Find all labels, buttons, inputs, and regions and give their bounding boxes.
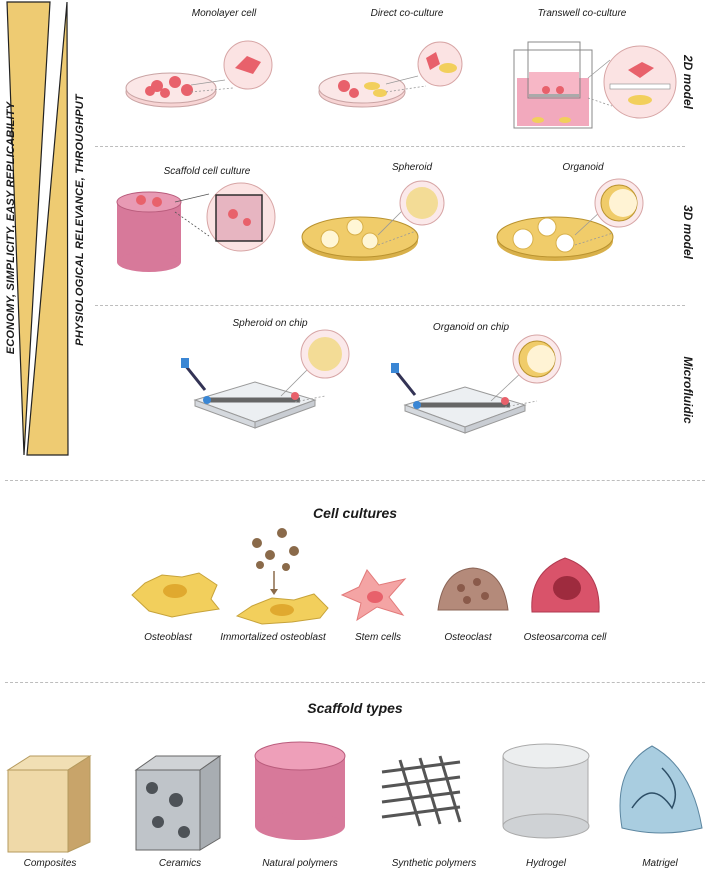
label-osteoblast: Osteoblast [144,632,192,643]
side-label-microfluidic: Microfluidic [681,356,695,424]
ceramics-illustration [134,755,222,851]
side-label-3d-model: 3D model [681,204,695,260]
transwell-illustration [513,41,677,129]
immortalized-osteoblast-illustration [235,593,329,625]
label-osteosarcoma-cell: Osteosarcoma cell [523,632,607,643]
monolayer-dish-illustration [125,40,273,108]
osteoblast-illustration [131,572,220,618]
organoid-dish-illustration [496,178,644,261]
direct-co-culture-dish-illustration [318,41,463,108]
divider-2d-3d [95,146,685,147]
spheroid-chip-illustration [181,329,350,429]
virus-particles-illustration [252,528,299,595]
composites-illustration [6,755,92,853]
relevance-wedge [26,1,69,456]
label-ceramics: Ceramics [158,858,202,869]
matrigel-illustration [619,745,703,834]
label-monolayer-cell: Monolayer cell [191,8,257,19]
osteoclast-illustration [437,567,509,611]
label-organoid: Organoid [562,162,604,173]
natural-polymers-illustration [254,741,346,840]
label-transwell-co-culture: Transwell co-culture [537,8,627,19]
label-spheroid: Spheroid [391,162,433,173]
scaffold-culture-illustration [116,182,276,272]
label-stem-cells: Stem cells [354,632,402,643]
divider-3d-microfluidic [95,305,685,306]
label-organoid-on-chip: Organoid on chip [432,322,510,333]
spheroid-dish-illustration [301,180,445,261]
divider-cells-scaffolds [5,682,705,683]
label-matrigel: Matrigel [642,858,678,869]
relevance-axis-label: PHYSIOLOGICAL RELEVANCE, THROUGHPUT [74,94,86,346]
divider-models-cells [5,480,705,481]
label-natural-polymers: Natural polymers [262,858,338,869]
cell-cultures-title: Cell cultures [312,505,398,521]
label-direct-co-culture: Direct co-culture [370,8,444,19]
synthetic-polymers-illustration [381,755,462,827]
osteosarcoma-cell-illustration [531,557,600,613]
organoid-chip-illustration [391,334,562,434]
label-scaffold-cell-culture: Scaffold cell culture [163,166,251,177]
label-spheroid-on-chip: Spheroid on chip [232,318,308,329]
label-hydrogel: Hydrogel [525,858,567,869]
scaffold-types-title: Scaffold types [307,700,403,716]
label-composites: Composites [23,858,77,869]
hydrogel-illustration [502,743,590,839]
label-immortalized-osteoblast: Immortalized osteoblast [220,632,326,643]
label-osteoclast: Osteoclast [444,632,492,643]
stem-cell-illustration [340,569,407,622]
label-synthetic-polymers: Synthetic polymers [391,858,477,869]
economy-axis-label: ECONOMY, SIMPLICITY, EASY REPLICABILITY [5,101,17,355]
